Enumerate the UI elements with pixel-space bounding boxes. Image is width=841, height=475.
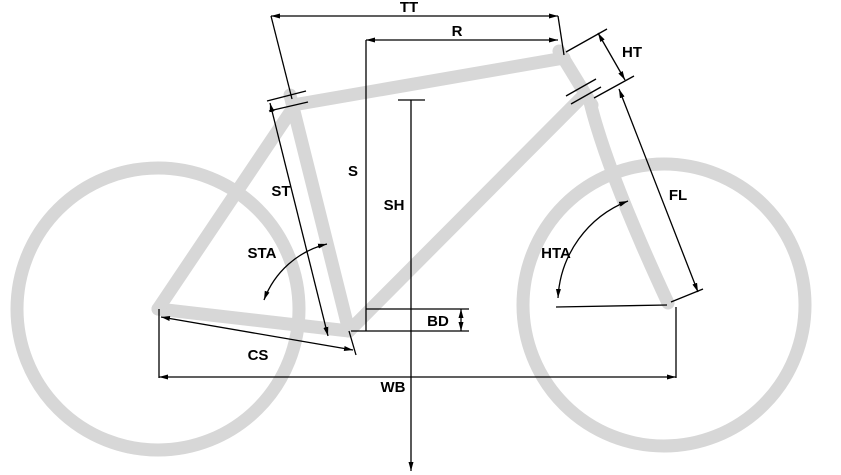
dimension-labels-group: TT R HT ST S SH STA HTA FL BD CS WB xyxy=(248,0,688,396)
sta-label: STA xyxy=(248,245,277,262)
chainstay-tube xyxy=(151,302,356,338)
bb-extension xyxy=(348,330,357,356)
ht-extension-bottom xyxy=(593,75,635,99)
tt-label: TT xyxy=(400,0,418,16)
ht-break-tick-2 xyxy=(565,78,597,97)
down-tube xyxy=(342,88,591,338)
tt-extension-right xyxy=(557,15,565,56)
cs-dimension-line xyxy=(160,316,354,351)
st-label: ST xyxy=(271,183,290,200)
sh-label: SH xyxy=(384,197,405,214)
s-label: S xyxy=(348,163,358,180)
fl-dimension-line xyxy=(618,88,699,293)
r-label: R xyxy=(452,23,463,40)
fork-tube xyxy=(583,95,675,310)
cs-label: CS xyxy=(248,347,269,364)
st-tick-top xyxy=(266,90,307,102)
fl-label: FL xyxy=(669,187,687,204)
head-tube xyxy=(552,44,599,112)
tt-extension-left xyxy=(270,15,293,100)
hta-label: HTA xyxy=(541,245,571,262)
wb-label: WB xyxy=(381,379,406,396)
ht-dimension-line xyxy=(597,32,626,81)
hta-arc xyxy=(555,200,629,299)
st-tick-lower xyxy=(268,101,309,112)
fl-extension-bottom xyxy=(670,288,704,303)
hta-baseline xyxy=(555,304,668,308)
ht-extension-top xyxy=(565,28,608,53)
bd-label: BD xyxy=(427,313,449,330)
ht-label: HT xyxy=(622,44,642,61)
top-tube xyxy=(286,51,571,112)
st-dimension-line xyxy=(269,102,329,337)
dimension-lines-group xyxy=(158,13,704,471)
ht-break-tick-1 xyxy=(570,86,602,105)
seatstay-tube xyxy=(151,101,300,316)
